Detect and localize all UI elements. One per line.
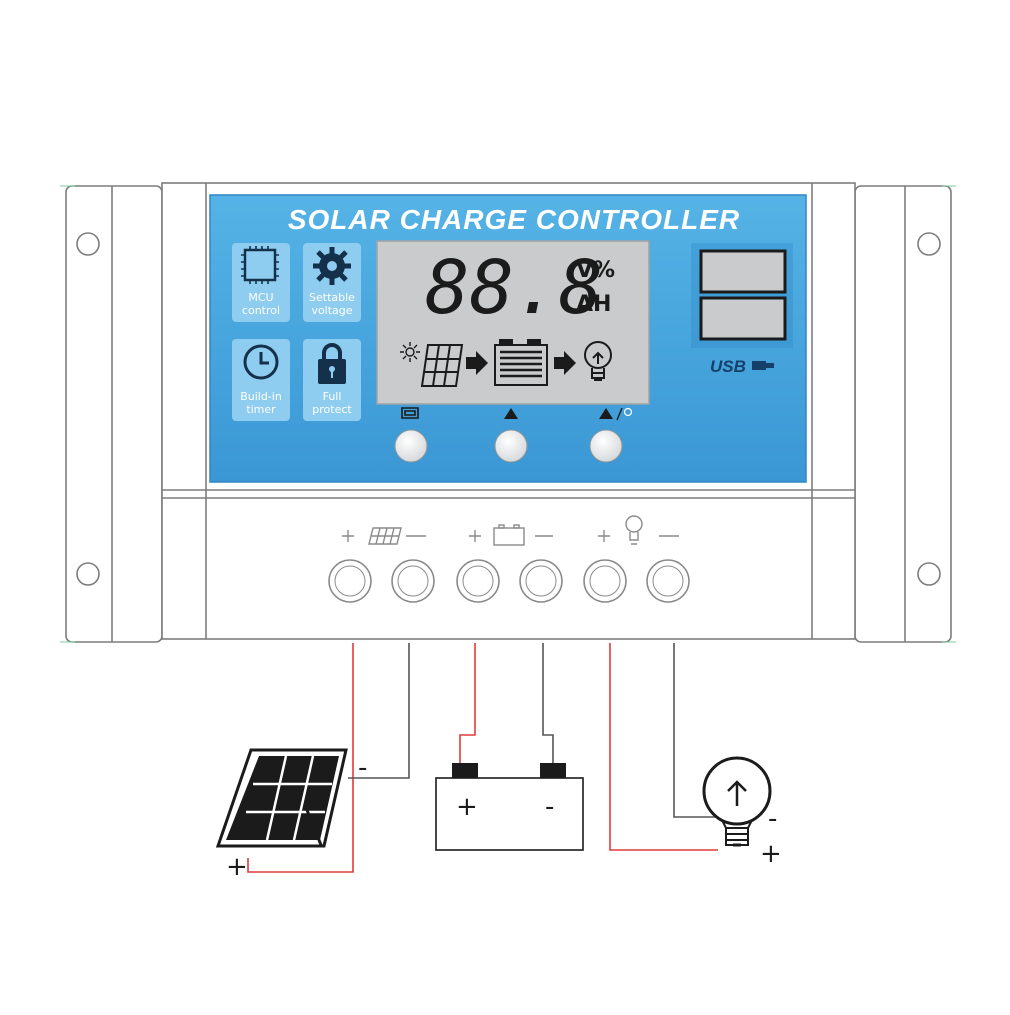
feature-label-line2: timer: [246, 403, 276, 416]
clock-icon: [243, 344, 279, 380]
feature-label-line1: MCU: [248, 291, 273, 304]
feature-label-line1: Full: [323, 390, 342, 403]
sun-icon: [400, 342, 420, 362]
terminal-group-solar: [342, 527, 426, 545]
battery: + -: [435, 763, 584, 851]
wire-load-negative: [673, 643, 716, 818]
feature-label-line2: voltage: [311, 304, 352, 317]
battery-minus-label: -: [545, 792, 554, 822]
screw-terminals: [328, 559, 690, 603]
wire-solar-negative: [348, 643, 410, 779]
wiring: [247, 643, 718, 873]
plus-sign: [469, 530, 481, 542]
gear-icon: [313, 247, 351, 285]
terminal-group-load: [598, 515, 679, 545]
lcd-arrow-icon: [466, 351, 488, 375]
usb-port-bottom: [699, 296, 787, 341]
padlock-icon: [318, 343, 346, 384]
feature-label-line1: Settable: [309, 291, 355, 304]
lcd-arrow-icon: [554, 351, 576, 375]
lcd-digits: 88.8: [425, 245, 603, 331]
usb-plug-icon: [752, 361, 774, 370]
solar-panel: - +: [215, 748, 367, 882]
lcd-solar-panel-icon: [420, 344, 464, 387]
lcd-unit-bottom: AH: [576, 292, 611, 317]
lcd-battery-icon: [494, 339, 548, 386]
panel-plus-label: +: [226, 852, 248, 882]
usb-ports: USB: [691, 243, 793, 376]
feature-full-protect: Full protect: [303, 339, 361, 421]
plus-sign: [598, 530, 610, 542]
mount-hole-bottom-right: [917, 562, 941, 586]
mount-hole-top-right: [917, 232, 941, 256]
product-title: SOLAR CHARGE CONTROLLER: [288, 204, 740, 235]
load-plus-label: +: [760, 839, 782, 869]
battery-plus-label: +: [456, 792, 478, 822]
up-arrow-icon: [504, 408, 518, 419]
feature-mcu-control: MCU control: [232, 243, 290, 322]
solar-panel-icon: [368, 527, 402, 545]
up-arrow-bulb-icon: [599, 408, 613, 419]
feature-label-line2: protect: [312, 403, 352, 416]
wire-battery-negative: [542, 643, 554, 763]
dimension-marks: [60, 185, 956, 643]
mount-hole-top-left: [76, 232, 100, 256]
terminal-group-battery: [469, 524, 553, 546]
bulb-icon: [625, 515, 643, 545]
button-up[interactable]: [494, 408, 528, 463]
menu-icon: [401, 407, 419, 419]
button-menu[interactable]: [394, 407, 428, 463]
wire-battery-positive: [459, 643, 476, 763]
button-up-load[interactable]: [589, 407, 633, 463]
wire-solar-positive: [247, 643, 354, 873]
battery-icon: [493, 524, 525, 546]
feature-label-line1: Build-in: [240, 390, 282, 403]
load-minus-label: -: [768, 804, 777, 834]
lcd-display: 88.8 V% AH: [376, 240, 650, 405]
lcd-bulb-icon: [584, 341, 612, 381]
load-bulb: - +: [702, 756, 782, 869]
usb-port-top: [699, 249, 787, 294]
feature-label-line2: control: [242, 304, 280, 317]
feature-settable-voltage: Settable voltage: [303, 243, 361, 322]
plus-sign: [342, 530, 354, 542]
mount-hole-bottom-left: [76, 562, 100, 586]
chip-icon: [241, 246, 279, 284]
feature-build-in-timer: Build-in timer: [232, 339, 290, 421]
usb-label: USB: [710, 357, 746, 376]
wire-load-positive: [609, 643, 718, 851]
panel-minus-label: -: [358, 753, 367, 783]
lcd-unit-top: V%: [576, 258, 615, 283]
